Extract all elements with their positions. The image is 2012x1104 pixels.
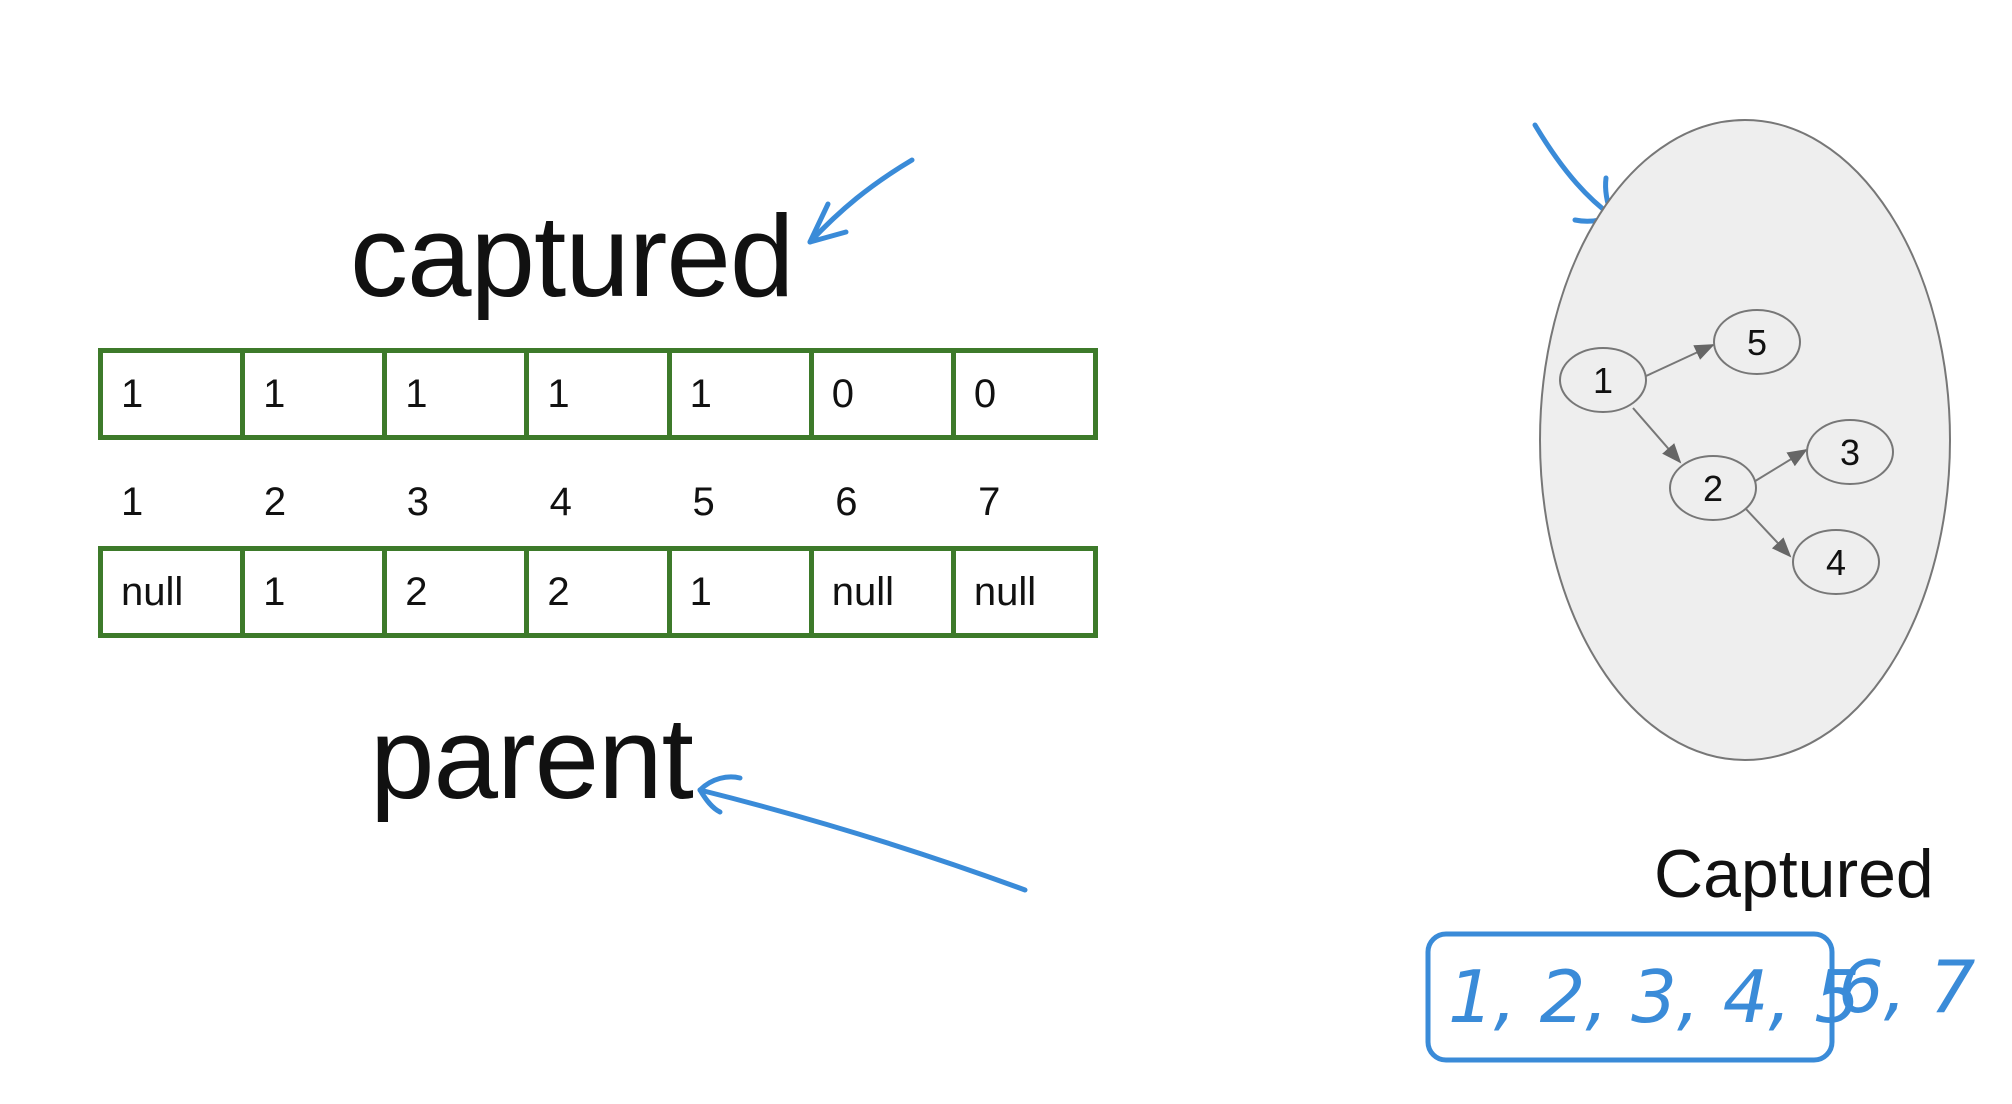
captured-cell: 1 bbox=[103, 353, 246, 435]
parent-cell: null bbox=[103, 551, 246, 633]
edge-2-4 bbox=[1744, 507, 1792, 558]
captured-title: captured bbox=[350, 191, 794, 321]
parent-cell: 1 bbox=[672, 551, 814, 633]
handwritten-box bbox=[1425, 931, 1835, 1063]
parent-cell: null bbox=[814, 551, 956, 633]
index-label: 3 bbox=[406, 480, 429, 524]
handwritten-boxed-list: 1, 2, 3, 4, 5 bbox=[1448, 955, 1860, 1039]
pointer-arrow-to-captured bbox=[807, 157, 915, 245]
index-label: 5 bbox=[692, 480, 715, 524]
index-row: 1 2 3 4 5 6 7 bbox=[98, 480, 1098, 525]
captured-cell: 0 bbox=[973, 371, 997, 416]
index-label: 6 bbox=[835, 480, 858, 524]
index-label: 7 bbox=[978, 480, 1001, 524]
tree-container bbox=[1539, 119, 1951, 761]
index-label: 1 bbox=[121, 480, 144, 524]
pointer-arrow-to-parent bbox=[697, 774, 1028, 893]
tree-node: 4 bbox=[1792, 529, 1880, 595]
tree-node: 5 bbox=[1713, 309, 1801, 375]
captured-cell: 1 bbox=[672, 353, 814, 435]
handwritten-rest-list: 6, 7 bbox=[1838, 945, 1976, 1029]
captured-caption: Captured bbox=[1654, 836, 1934, 912]
captured-array: 1 1 1 1 1 0 0 bbox=[98, 348, 1098, 440]
parent-cell: 1 bbox=[245, 551, 388, 633]
node-label: 2 bbox=[1703, 468, 1723, 509]
captured-cell: 1 bbox=[529, 353, 672, 435]
parent-cell: null bbox=[973, 569, 1037, 614]
captured-cell: 0 bbox=[814, 353, 956, 435]
tree-edges bbox=[1632, 344, 1808, 558]
parent-array: null 1 2 2 1 null null bbox=[98, 546, 1098, 638]
tree-node: 1 bbox=[1559, 347, 1647, 413]
edge-2-3 bbox=[1751, 448, 1808, 484]
edge-1-2 bbox=[1632, 407, 1682, 464]
tree-node: 3 bbox=[1806, 419, 1894, 485]
parent-title: parent bbox=[370, 693, 694, 823]
index-label: 4 bbox=[549, 480, 572, 524]
index-label: 2 bbox=[263, 480, 287, 524]
node-label: 5 bbox=[1747, 322, 1767, 363]
tree-node: 2 bbox=[1669, 455, 1757, 521]
parent-cell: 2 bbox=[387, 551, 530, 633]
node-label: 3 bbox=[1840, 432, 1860, 473]
parent-cell: 2 bbox=[529, 551, 672, 633]
captured-cell: 1 bbox=[387, 353, 530, 435]
captured-cell: 1 bbox=[245, 353, 388, 435]
node-label: 4 bbox=[1826, 542, 1846, 583]
edge-1-5 bbox=[1645, 344, 1715, 377]
node-label: 1 bbox=[1593, 360, 1613, 401]
pointer-arrow-to-tree bbox=[1532, 122, 1615, 224]
